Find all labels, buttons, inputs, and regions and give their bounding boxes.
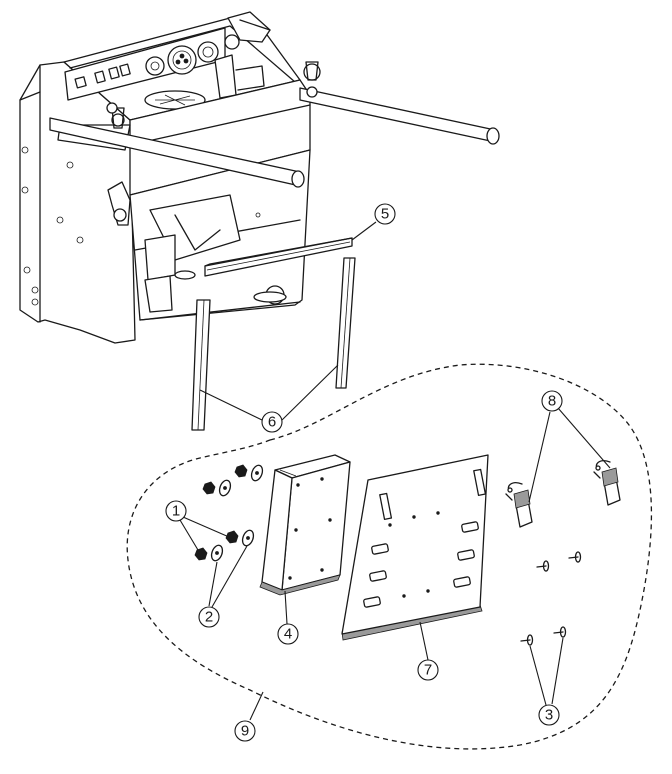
callout-4: 4 [277, 623, 299, 645]
callout-5: 5 [374, 203, 396, 225]
callout-8-label: 8 [548, 393, 556, 410]
part-1-nuts [194, 464, 248, 561]
callout-2: 2 [198, 606, 220, 628]
part-8-latches [505, 460, 621, 528]
callout-4-label: 4 [284, 626, 292, 643]
callout-9: 9 [234, 720, 256, 742]
callout-9-label: 9 [241, 723, 249, 740]
part-6-vertical-strips [191, 257, 356, 431]
callout-6: 6 [261, 411, 283, 433]
callout-5-label: 5 [381, 206, 389, 223]
callout-bubbles: 1 2 3 4 5 6 7 8 [165, 203, 563, 742]
part-5-top-rail [204, 237, 353, 277]
callout-7: 7 [417, 659, 439, 681]
callout-3: 3 [538, 704, 560, 726]
callout-6-label: 6 [268, 414, 276, 431]
leader-lines [179, 221, 611, 721]
handlebars [49, 61, 500, 188]
callout-7-label: 7 [424, 662, 432, 679]
callout-2-label: 2 [205, 609, 213, 626]
callout-3-label: 3 [545, 707, 553, 724]
part-3-screws [520, 551, 582, 646]
kit-boundary-dashed [126, 363, 653, 750]
part-4-box [259, 454, 351, 596]
callout-8: 8 [541, 390, 563, 412]
callout-1-label: 1 [172, 503, 180, 520]
part-7-plate [341, 454, 489, 641]
part-2-washers [210, 464, 264, 562]
callout-1: 1 [165, 500, 187, 522]
